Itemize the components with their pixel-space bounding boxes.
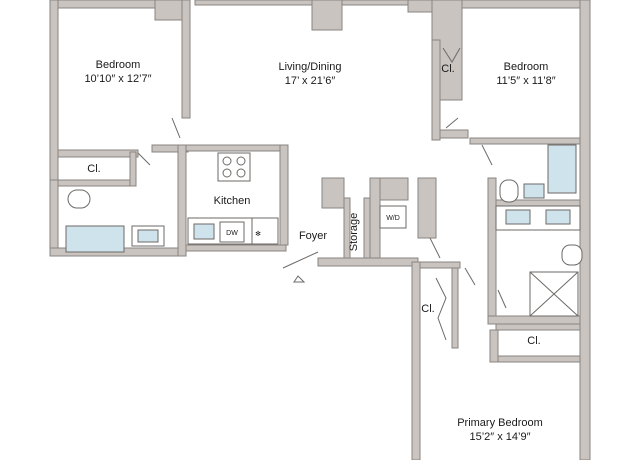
wall-bedroom-bottom-left	[57, 149, 139, 158]
wall-foyer-column	[321, 177, 345, 209]
wall-master-bath-left	[487, 177, 497, 321]
wall-right-bedroom-bottom-left	[439, 129, 469, 139]
wall-left-closet-side	[129, 151, 137, 187]
washer-dryer-label: W/D	[386, 215, 400, 222]
bedroom-left-name: Bedroom	[96, 59, 141, 71]
bathtub-right	[547, 144, 577, 194]
door-master-bath	[497, 289, 507, 309]
wall-primary-closet-bottom	[497, 355, 581, 363]
stove	[217, 152, 251, 182]
wall-top-right	[461, 0, 588, 9]
dishwasher	[219, 221, 245, 243]
wall-storage-right	[363, 197, 371, 259]
door-laundry	[429, 237, 441, 259]
wall-top-column-mid	[311, 0, 343, 31]
wall-laundry-right	[417, 177, 437, 239]
wall-foyer-bottom	[317, 257, 419, 267]
storage-name: Storage	[348, 213, 360, 252]
wall-right-closet-left	[431, 39, 441, 141]
master-sink-2	[545, 209, 571, 225]
bedroom-right-name: Bedroom	[504, 61, 549, 73]
master-toilet	[561, 244, 583, 266]
closet-right-label: Cl.	[441, 63, 454, 75]
primary-bedroom-dims: 15’2″ x 14’9″	[470, 431, 531, 443]
wall-left-closet-bottom	[57, 179, 137, 187]
sink-right	[523, 183, 545, 199]
door-primary-bedroom	[464, 267, 476, 286]
kitchen-sink	[193, 223, 215, 240]
burner-4	[236, 168, 246, 178]
wall-right-bedroom-bottom	[469, 137, 581, 145]
wall-outer-right	[579, 0, 591, 460]
living-dining-name: Living/Dining	[279, 61, 342, 73]
door-left-closet	[171, 117, 181, 139]
dishwasher-label: DW	[226, 230, 238, 237]
burner-1	[222, 156, 232, 166]
bathtub-left	[65, 225, 125, 253]
wall-laundry-top	[379, 177, 409, 201]
refrigerator	[251, 217, 279, 245]
entry-arrow-icon	[293, 275, 306, 283]
walls	[49, 0, 591, 460]
closet-middle-label: Cl.	[421, 303, 434, 315]
door-right-bedroom	[445, 117, 459, 129]
door-middle-closet	[435, 277, 447, 341]
room-labels: Bedroom 10’10″ x 12’7″ Living/Dining 17’…	[84, 59, 555, 443]
door-front-entry	[282, 251, 319, 269]
door-bedroom-left	[137, 152, 151, 166]
door-right-closet	[442, 47, 461, 63]
wall-left-bedroom-outer	[49, 0, 59, 187]
wall-primary-left	[411, 261, 421, 460]
bedroom-left-dims: 10’10″ x 12’7″	[84, 73, 151, 85]
bedroom-right-dims: 11’5″ x 11’8″	[496, 75, 555, 87]
shower-line-2	[529, 271, 579, 317]
wall-master-bath-bottom	[487, 315, 581, 325]
wall-middle-closet-right	[451, 267, 459, 349]
foyer-name: Foyer	[299, 230, 327, 242]
doors	[137, 47, 507, 341]
door-right-bath	[481, 144, 493, 166]
wall-left-bath-outer	[49, 179, 59, 257]
toilet-left	[67, 189, 91, 209]
snowflake-icon: ✻	[255, 230, 261, 238]
sink-left	[137, 229, 159, 243]
toilet-right	[499, 179, 519, 203]
washer-dryer	[379, 205, 407, 229]
burner-2	[236, 156, 246, 166]
wall-laundry-left	[369, 177, 381, 259]
kitchen-name: Kitchen	[214, 195, 251, 207]
wall-bath-kitchen	[177, 144, 187, 257]
wall-primary-closet-top	[495, 323, 581, 331]
wall-kitchen-bottom	[185, 244, 287, 252]
wall-middle-closet-top	[419, 261, 461, 269]
closet-primary-label: Cl.	[527, 335, 540, 347]
master-sink-1	[505, 209, 531, 225]
wall-primary-closet-left	[489, 329, 499, 363]
primary-bedroom-name: Primary Bedroom	[457, 417, 543, 429]
living-dining-dims: 17’ x 21’6″	[285, 75, 336, 87]
closet-left-label: Cl.	[87, 163, 100, 175]
fixtures: ✻	[65, 144, 583, 317]
burner-3	[222, 168, 232, 178]
wall-kitchen-right	[279, 144, 289, 246]
wall-kitchen-top	[185, 144, 287, 152]
wall-bedroom-living	[181, 0, 191, 119]
